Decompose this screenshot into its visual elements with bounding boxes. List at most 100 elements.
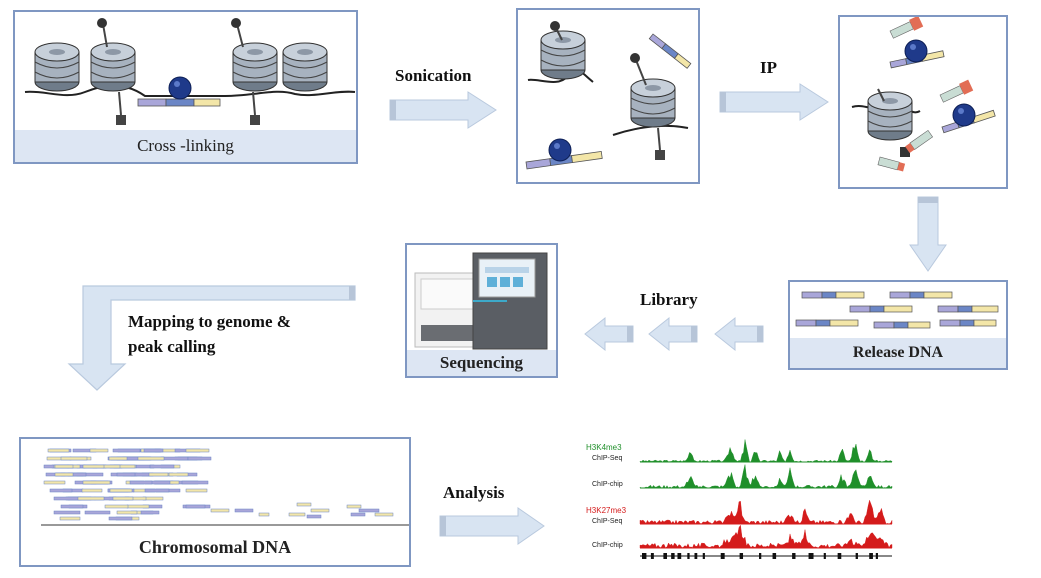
read xyxy=(297,503,311,506)
ip-arrow xyxy=(718,84,830,124)
track-signal xyxy=(640,440,892,463)
read xyxy=(307,515,321,518)
read xyxy=(113,449,140,452)
sonication-arrow xyxy=(388,92,498,132)
sonicated-illustration xyxy=(518,10,700,184)
read xyxy=(235,509,253,512)
read xyxy=(60,517,80,520)
read xyxy=(117,511,137,514)
read xyxy=(289,513,305,516)
read xyxy=(169,473,188,476)
read xyxy=(117,473,135,476)
exon xyxy=(677,553,681,559)
exon xyxy=(740,553,743,559)
read xyxy=(138,457,164,460)
read xyxy=(61,505,83,508)
crosslinking-caption: Cross -linking xyxy=(15,130,356,162)
read xyxy=(44,481,65,484)
library-label: Library xyxy=(640,290,698,310)
library-arrows xyxy=(585,318,775,352)
exon xyxy=(671,553,674,559)
mapping-arrow xyxy=(75,284,360,394)
release-dna-panel: Release DNA xyxy=(788,280,1008,370)
mapping-label-line1: Mapping to genome & xyxy=(128,312,291,332)
read xyxy=(359,509,379,512)
read xyxy=(186,505,205,508)
read xyxy=(127,505,149,508)
exon xyxy=(856,553,858,559)
read xyxy=(161,457,188,460)
track-signal xyxy=(640,500,892,524)
exon xyxy=(703,553,705,559)
track-signals xyxy=(580,436,900,566)
chromosomal-dna-panel: Chromosomal DNA xyxy=(19,437,411,567)
read xyxy=(61,457,87,460)
read xyxy=(211,509,229,512)
genome-tracks: H3K4me3 ChIP-Seq ChIP-chip H3K27me3 ChIP… xyxy=(580,436,900,566)
crosslinking-panel: Cross -linking xyxy=(13,10,358,164)
sequencing-caption: Sequencing xyxy=(407,350,556,376)
track-signal xyxy=(640,465,892,488)
exon xyxy=(824,553,826,559)
read xyxy=(186,449,209,452)
release-dna-caption: Release DNA xyxy=(790,338,1006,368)
ip-label: IP xyxy=(760,58,777,78)
read xyxy=(144,449,163,452)
read xyxy=(110,489,132,492)
analysis-label: Analysis xyxy=(443,483,504,503)
sonicated-fragments-panel xyxy=(516,8,700,184)
read xyxy=(78,497,104,500)
read xyxy=(83,465,104,468)
exon xyxy=(721,553,725,559)
read xyxy=(188,457,211,460)
exon xyxy=(759,553,761,559)
read xyxy=(130,481,152,484)
exon xyxy=(809,553,814,559)
read xyxy=(83,481,110,484)
read xyxy=(85,511,110,514)
down-arrow xyxy=(908,195,948,273)
read xyxy=(186,489,207,492)
read xyxy=(54,497,81,500)
read xyxy=(141,511,159,514)
ip-illustration xyxy=(840,17,1008,189)
read xyxy=(90,449,108,452)
analysis-arrow xyxy=(438,508,548,546)
read xyxy=(259,513,269,516)
read xyxy=(311,509,329,512)
exon xyxy=(651,553,654,559)
read xyxy=(109,517,132,520)
sequencing-panel: Sequencing xyxy=(405,243,558,378)
read xyxy=(105,505,128,508)
read xyxy=(145,489,169,492)
exon xyxy=(792,553,795,559)
release-dna-fragments xyxy=(790,282,1008,342)
read xyxy=(113,497,133,500)
ip-panel xyxy=(838,15,1008,189)
read xyxy=(82,489,102,492)
mapping-label-line2: peak calling xyxy=(128,337,215,357)
exon xyxy=(642,553,646,559)
exon xyxy=(694,553,697,559)
read xyxy=(48,449,69,452)
read xyxy=(182,481,208,484)
track-signal xyxy=(640,525,892,548)
exon xyxy=(838,553,842,559)
read xyxy=(54,511,80,514)
read xyxy=(351,513,365,516)
read xyxy=(150,465,174,468)
read xyxy=(55,465,73,468)
sonication-label: Sonication xyxy=(395,66,472,86)
read-pileup xyxy=(21,439,411,529)
exon xyxy=(869,553,873,559)
exon xyxy=(663,553,667,559)
read xyxy=(109,457,127,460)
read xyxy=(347,505,361,508)
read xyxy=(55,473,73,476)
read xyxy=(375,513,393,516)
exon xyxy=(876,553,878,559)
exon xyxy=(773,553,777,559)
exon xyxy=(687,553,689,559)
chromosomal-dna-caption: Chromosomal DNA xyxy=(21,529,409,565)
read xyxy=(50,489,72,492)
